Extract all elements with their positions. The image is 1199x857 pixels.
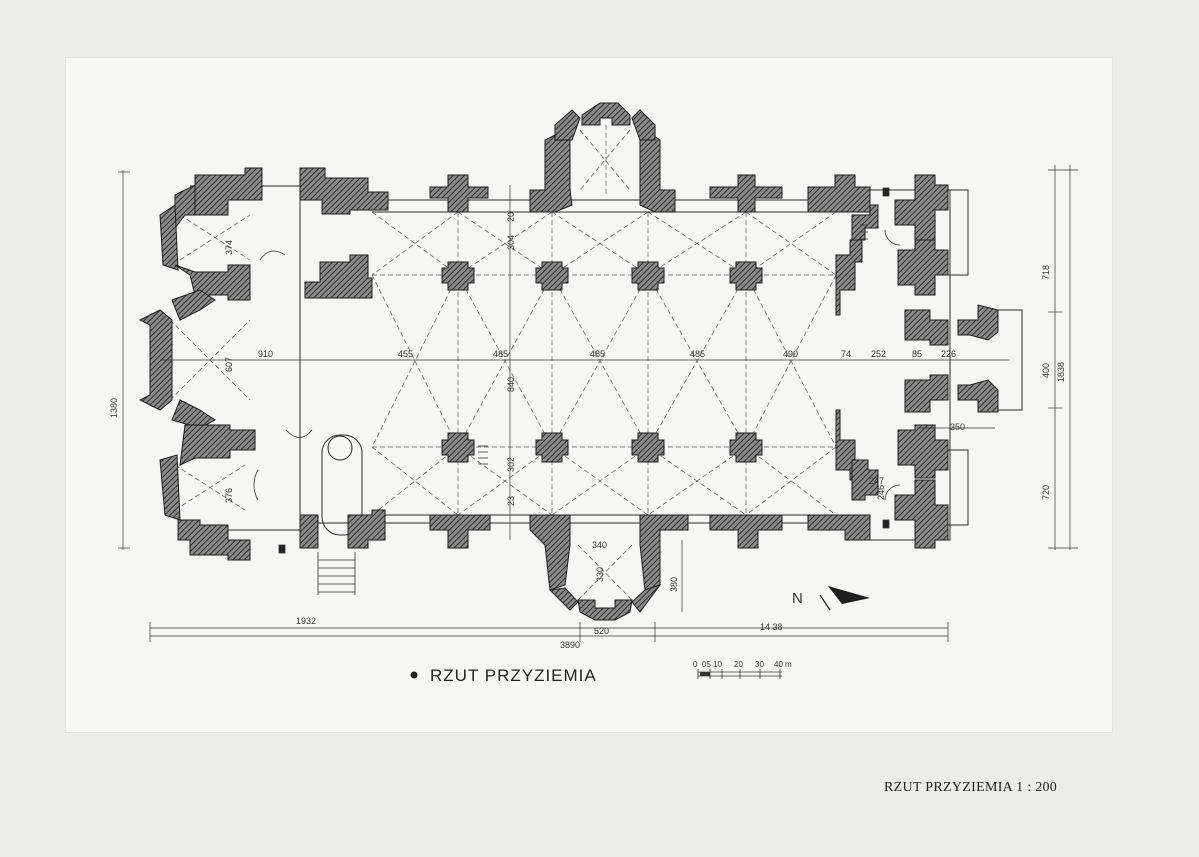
dim-center-top-small: 20 [506,212,516,222]
dim-span-3: 485 [493,349,508,359]
dim-span-4: 485 [590,349,605,359]
bullet-icon [410,671,418,679]
dim-right-middle: 400 [1041,363,1051,378]
dim-center-top: 304 [506,235,516,250]
dim-span-7: 74 [841,349,851,359]
scale-label-0: 0 [693,660,698,669]
drawing-sheet: 1380 910 455 485 485 485 490 74 252 85 2… [66,58,1112,732]
dim-bottom-right: 14 38 [760,622,783,632]
north-label: N [792,590,803,607]
dim-span-10: 226 [941,349,956,359]
scale-bar: 0 05 10 20 30 40 m [693,660,792,679]
dim-span-1: 910 [258,349,273,359]
plan-title: RZUT PRZYZIEMIA [430,666,597,685]
dim-south-chapel-width: 340 [592,540,607,550]
dimension-lines [118,165,1078,642]
dimension-labels: 1380 910 455 485 485 485 490 74 252 85 2… [109,212,1066,650]
dim-south-chapel-depth: 330 [595,567,605,582]
dim-south-chapel-offset: 380 [669,577,679,592]
outline-walls [190,185,1023,541]
scale-label-unit: m [785,660,792,669]
scale-label-10: 10 [713,660,722,669]
dim-span-8: 252 [871,349,886,359]
dim-span-6: 490 [783,349,798,359]
dim-right-total: 1838 [1056,362,1066,382]
footer-caption: RZUT PRZYZIEMIA 1 : 200 [884,780,1058,795]
dim-east-room-width: 247 [869,476,884,486]
dim-overall-width: 1380 [109,398,119,418]
hatched-walls [138,102,999,621]
details [253,187,901,595]
scale-label-20: 20 [734,660,743,669]
dim-bottom-middle: 520 [594,626,609,636]
dim-center-bottom: 302 [506,457,516,472]
plan-title-group: RZUT PRZYZIEMIA [410,666,597,685]
dim-bottom-total: 3890 [560,640,580,650]
north-arrow: N [792,586,870,611]
scale-label-05: 05 [702,660,711,669]
dim-right-side-width: 350 [950,422,965,432]
dim-span-5: 485 [690,349,705,359]
dim-span-2: 455 [398,349,413,359]
floor-plan-drawing: 1380 910 455 485 485 485 490 74 252 85 2… [109,102,1078,685]
dim-center-height: 840 [506,377,516,392]
dim-right-top: 718 [1041,265,1051,280]
scale-label-30: 30 [755,660,764,669]
dim-west-chapel-bottom: 376 [224,488,234,503]
north-arrow-icon [828,586,870,604]
dim-span-9: 85 [912,349,922,359]
dim-bottom-left: 1932 [296,616,316,626]
dim-center-bottom-small: 23 [506,496,516,506]
dim-right-bottom: 720 [1041,485,1051,500]
dim-east-room-depth: 246 [876,485,886,500]
dim-west-apse: 607 [224,357,234,372]
scale-label-40: 40 [774,660,783,669]
dim-west-chapel-top: 374 [224,240,234,255]
